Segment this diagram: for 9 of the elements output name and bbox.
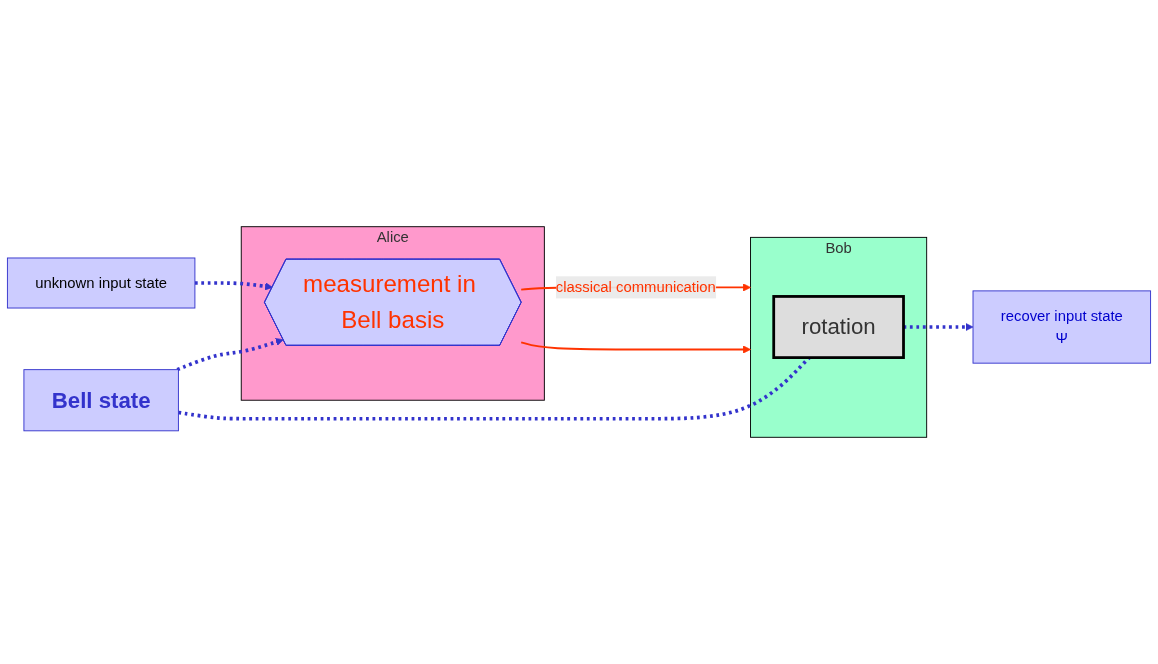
arrow (520, 341, 751, 354)
node-box: recover input state Ψ (972, 290, 1152, 364)
arrow (903, 322, 974, 332)
node-box: rotation (772, 295, 905, 359)
node-box: Bell state (23, 369, 179, 432)
edge-label: classical communication (555, 279, 716, 295)
arrow (194, 281, 273, 291)
node-box: unknown input state (6, 257, 196, 309)
arrow (176, 338, 284, 372)
